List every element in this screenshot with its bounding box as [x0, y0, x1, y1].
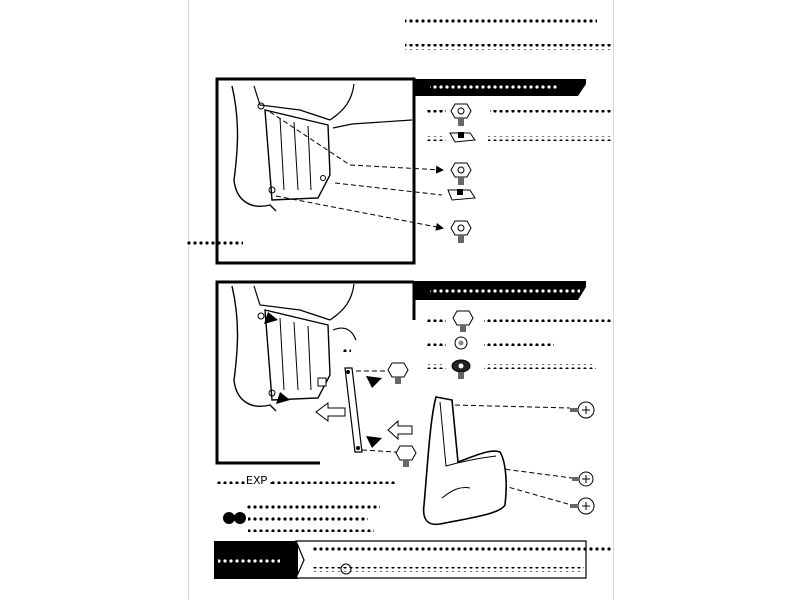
push-rivet-icon	[451, 359, 471, 379]
flange-bolt-icon	[395, 445, 417, 467]
step-2-panel	[215, 280, 586, 505]
screw-icon	[570, 497, 595, 515]
flange-bolt-icon	[387, 362, 409, 384]
flange-bolt-icon	[450, 220, 472, 243]
note-label: EXP.	[246, 474, 275, 488]
footer-bar	[214, 540, 612, 579]
flange-bolt-icon	[450, 162, 472, 185]
notes	[216, 479, 396, 532]
step-1-parts-list	[426, 103, 612, 243]
mounting-bracket	[344, 367, 363, 453]
washer-icon	[454, 336, 468, 350]
step-2-parts-list	[387, 310, 612, 515]
reference-mark-icon	[340, 563, 352, 575]
bullet-icon	[234, 512, 246, 524]
screw-icon	[572, 471, 594, 487]
step-1-panel	[187, 77, 586, 265]
screw-icon	[570, 401, 595, 419]
mud-flap	[422, 396, 507, 526]
clip-nut-icon	[449, 132, 476, 143]
clip-nut-icon	[447, 189, 476, 201]
bullet-icon	[223, 512, 235, 524]
header-text	[405, 17, 612, 50]
flange-bolt-icon	[450, 103, 472, 126]
hex-bolt-icon	[452, 310, 474, 332]
